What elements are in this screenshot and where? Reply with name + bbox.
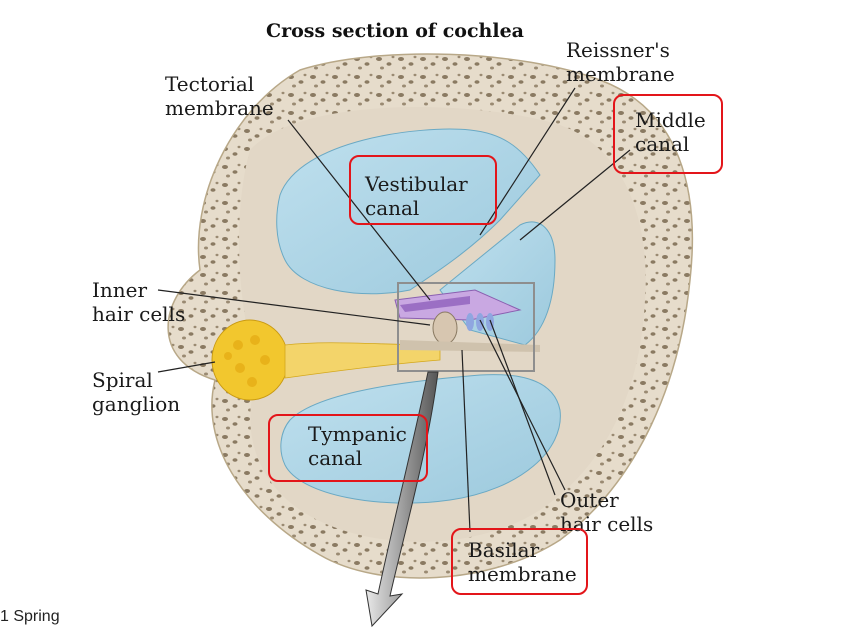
- label-outer-hair-cells: Outer hair cells: [560, 488, 654, 536]
- spiral-ganglion-shape: [211, 319, 441, 401]
- label-inner-hair-cells: Inner hair cells: [92, 278, 186, 326]
- leader-lines: [157, 87, 631, 533]
- vestibular-canal-shape: [276, 128, 541, 295]
- highlight-middle-canal: [613, 94, 723, 174]
- footer-text: 1 Spring: [0, 608, 60, 625]
- label-reissners-membrane: Reissner's membrane: [566, 38, 675, 86]
- highlight-tympanic-canal: [268, 414, 428, 482]
- magnify-arrow: [365, 371, 439, 628]
- label-spiral-ganglion: Spiral ganglion: [92, 368, 181, 416]
- organ-of-corti: [394, 289, 540, 352]
- zoom-box: [397, 282, 535, 372]
- label-middle-canal: Middle canal: [635, 108, 706, 156]
- highlight-vestibular-canal: [349, 155, 497, 225]
- label-basilar-membrane: Basilar membrane: [468, 538, 577, 586]
- diagram-title: Cross section of cochlea: [266, 20, 524, 42]
- label-vestibular-canal: Vestibular canal: [365, 172, 468, 220]
- label-tympanic-canal: Tympanic canal: [308, 422, 407, 470]
- highlight-basilar-membrane: [451, 528, 588, 595]
- label-tectorial-membrane: Tectorial membrane: [165, 72, 274, 120]
